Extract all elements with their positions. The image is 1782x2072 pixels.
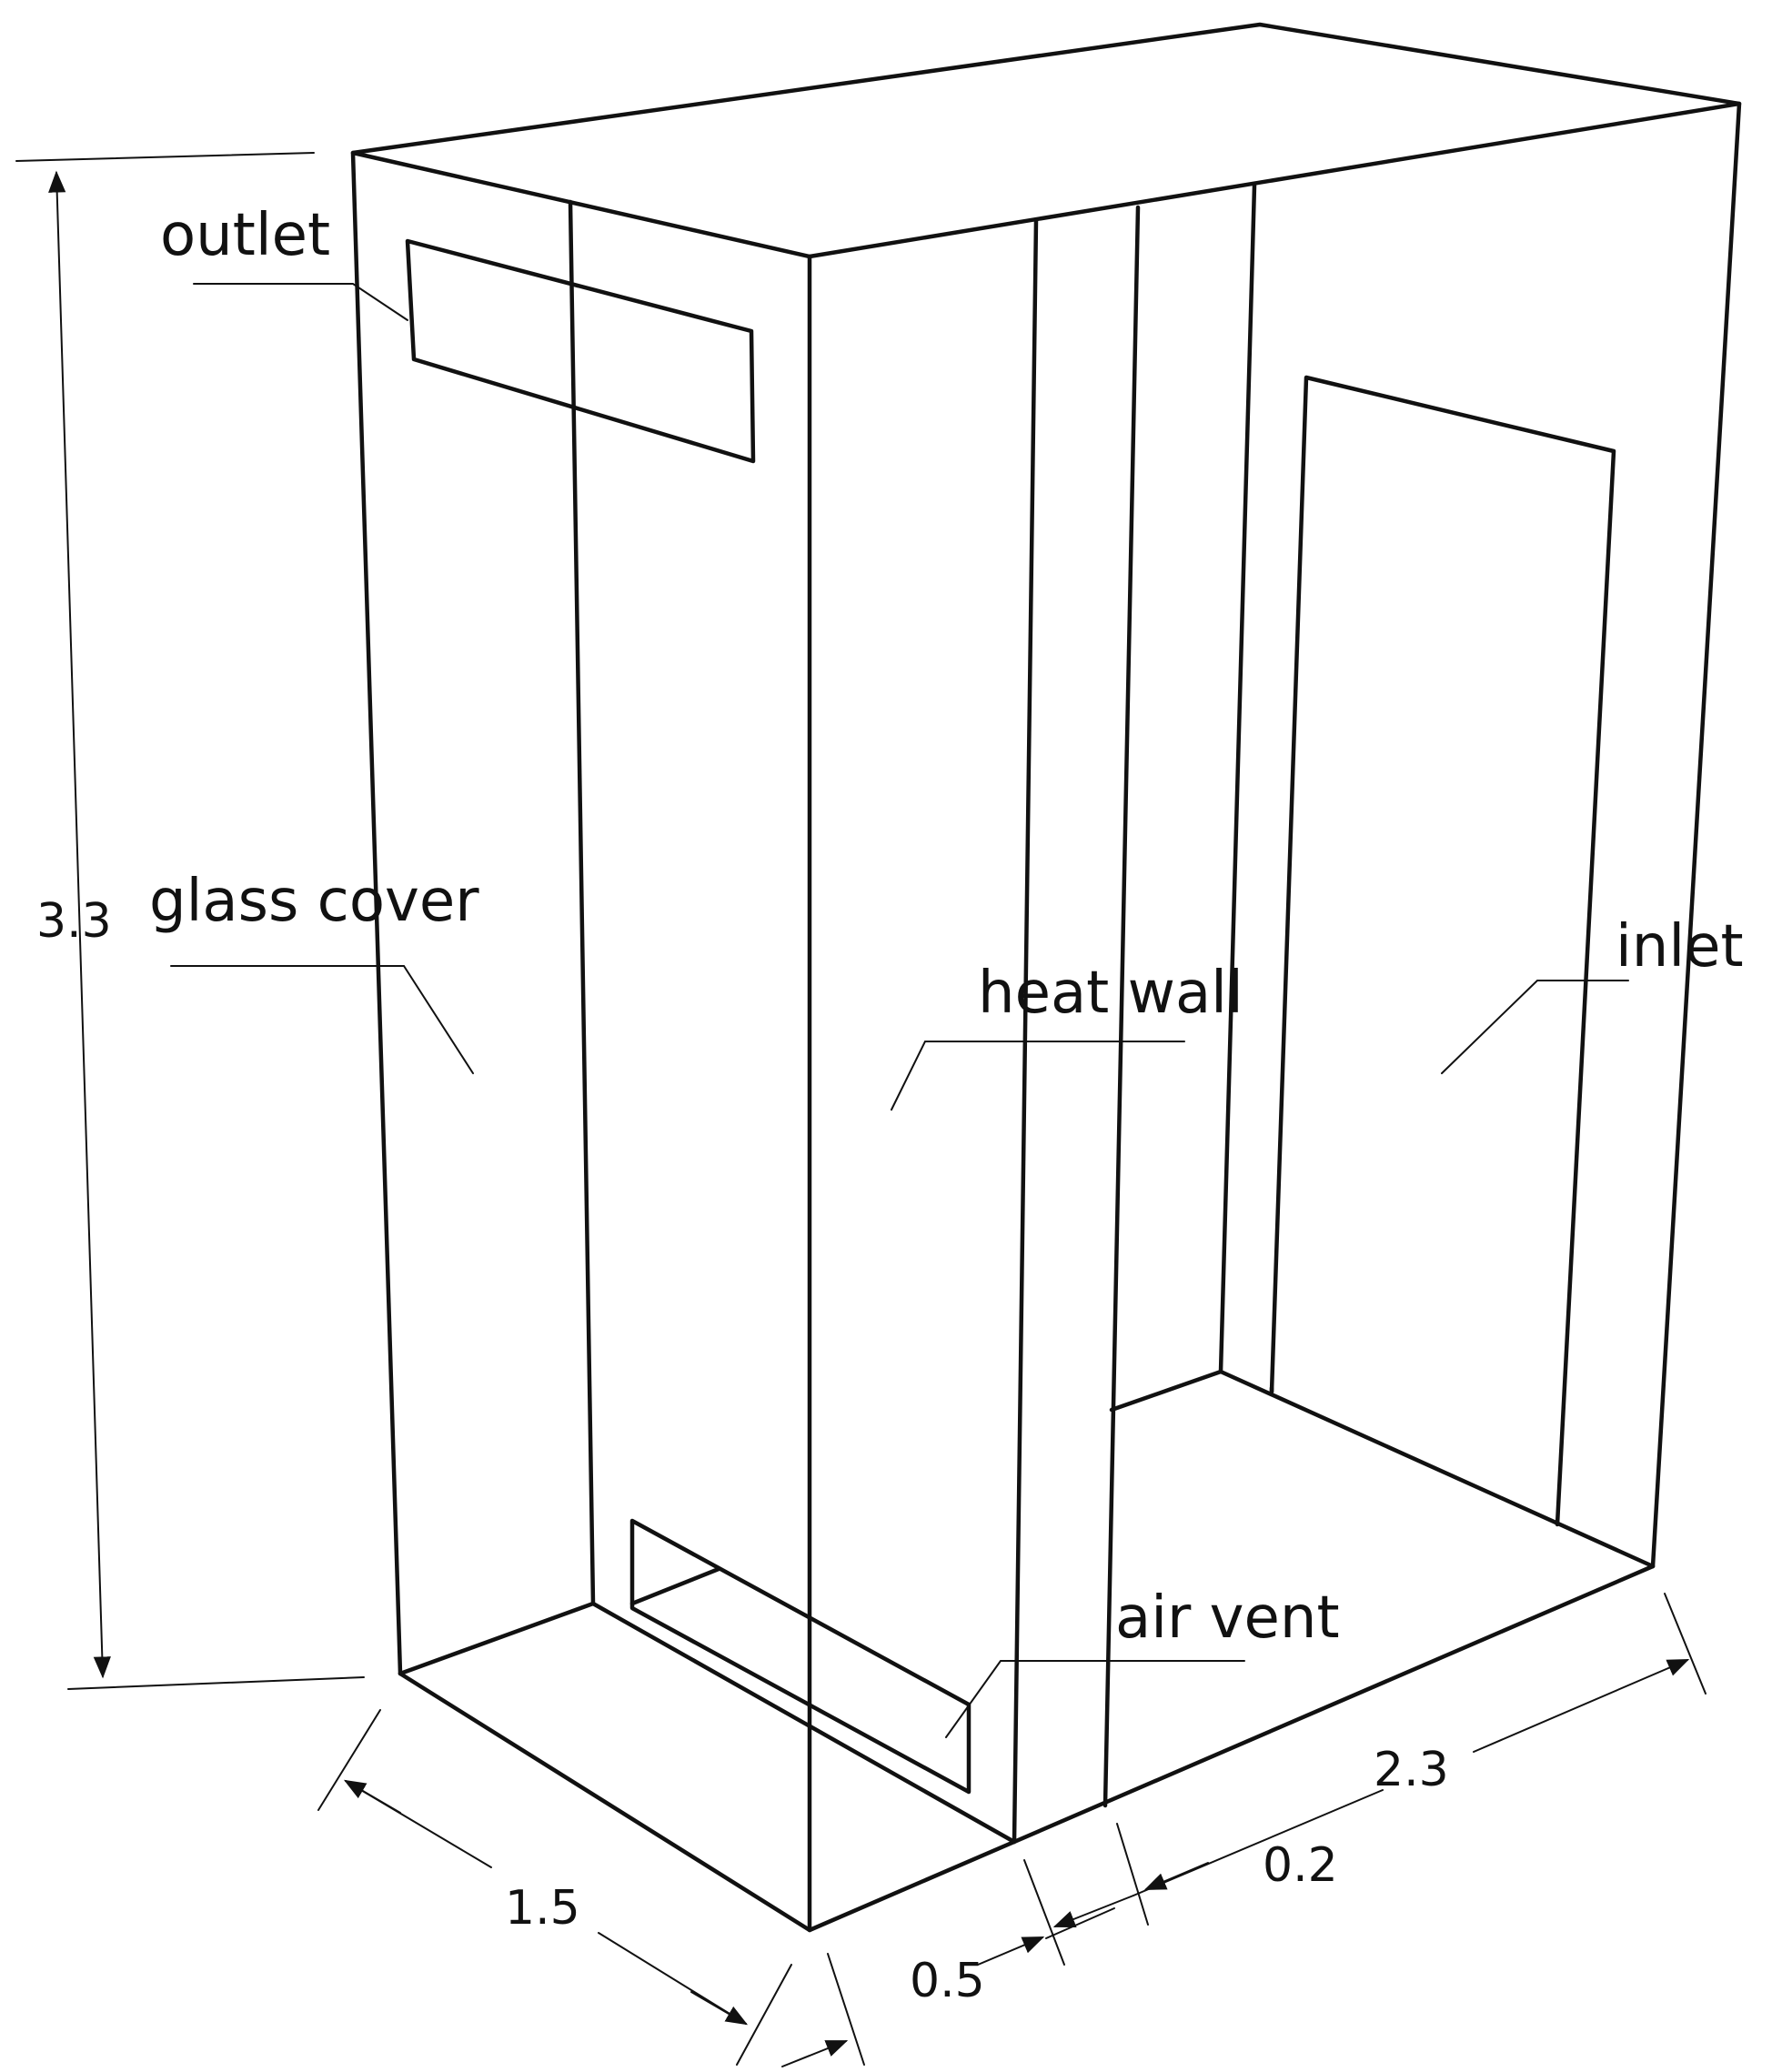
air-vent-opening	[629, 1518, 972, 1795]
glass-cover-label: glass cover	[149, 868, 479, 935]
air-vent-label: air vent	[1115, 1584, 1340, 1652]
box-outline	[350, 22, 1742, 1933]
gap-a-dimension-label: 0.5	[910, 1954, 985, 2008]
width-dimensions	[781, 1593, 1706, 2067]
height-dimension-label: 3.3	[36, 894, 112, 949]
outlet-opening	[405, 238, 756, 464]
depth-dimension	[317, 1709, 792, 2066]
interior-lines	[398, 183, 1656, 1845]
inlet-label: inlet	[1616, 913, 1744, 981]
height-dimension	[15, 152, 365, 1690]
inlet-opening	[1269, 375, 1616, 1527]
depth-dimension-label: 1.5	[505, 1881, 580, 1936]
heat-wall-label: heat wall	[978, 960, 1243, 1027]
leader-lines	[170, 283, 1629, 1738]
gap-b-dimension-label: 0.2	[1263, 1838, 1338, 1893]
width-dimension-label: 2.3	[1374, 1743, 1449, 1797]
outlet-label: outlet	[160, 202, 330, 269]
